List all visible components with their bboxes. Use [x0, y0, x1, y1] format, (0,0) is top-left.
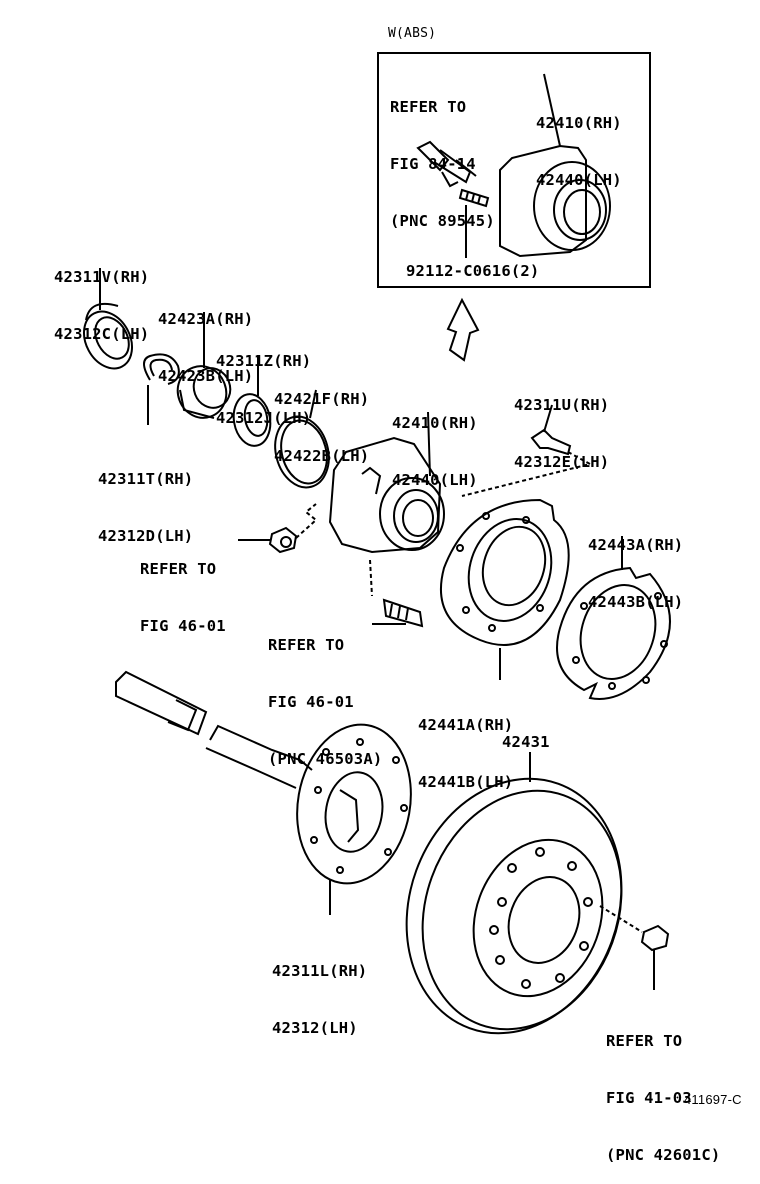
inset-title: W(ABS): [388, 26, 437, 41]
inset-hub-icon: [499, 73, 611, 258]
dust-cover-icon: [439, 498, 570, 680]
nut-refer-label: REFER TO FIG 46-01: [140, 522, 226, 655]
snap-ring-label: 42311T(RH) 42312D(LH): [98, 432, 193, 565]
hub-rh: 42410(RH): [392, 414, 478, 432]
lugnut-refer-line-1: REFER TO: [606, 1032, 683, 1050]
inner-seal-lh: 42312J(LH): [216, 409, 312, 427]
stud-bolt-icon: [369, 559, 424, 628]
o-ring-rh: 42421F(RH): [274, 390, 370, 408]
o-ring-label: 42421F(RH) 42422B(LH): [274, 352, 369, 485]
lug-nut-icon: [599, 905, 670, 990]
axle-shaft-rh: 42311L(RH): [272, 962, 368, 980]
flange-nut-icon: [238, 503, 318, 554]
exploded-parts-drawing: [83, 73, 671, 1035]
hub-bolt-label: 42311U(RH) 42312E(LH): [514, 358, 609, 491]
hub-bolt-rh: 42311U(RH): [514, 396, 610, 414]
outer-seal-label: 42311V(RH) 42312C(LH): [54, 230, 149, 363]
outer-seal-lh: 42312C(LH): [54, 325, 150, 343]
axle-shaft-lh: 42312(LH): [272, 1019, 358, 1037]
brake-disc-icon: [405, 752, 623, 1035]
dust-cover-rh: 42441A(RH): [418, 716, 514, 734]
inset-hub-label: 42410(RH) 42440(LH): [536, 76, 622, 209]
hub-bolt-lh: 42312E(LH): [514, 453, 610, 471]
stud-refer-line-3: (PNC 46503A): [268, 750, 383, 768]
stud-refer-line-2: FIG 46-01: [268, 693, 354, 711]
hub-label: 42410(RH) 42440(LH): [392, 376, 478, 509]
axle-shaft-icon: [115, 670, 412, 915]
inset-refer-line-1: REFER TO: [390, 98, 467, 116]
inset-refer-label: REFER TO FIG 84-14 (PNC 89545): [390, 60, 495, 250]
stud-refer-label: REFER TO FIG 46-01 (PNC 46503A): [268, 598, 382, 788]
stud-refer-line-1: REFER TO: [268, 636, 345, 654]
figure-code: 411697-C: [684, 1092, 742, 1107]
inner-seal-icon: [232, 355, 272, 447]
o-ring-icon: [274, 389, 330, 489]
nut-refer-line-2: FIG 46-01: [140, 617, 226, 635]
lugnut-refer-line-2: FIG 41-03: [606, 1089, 692, 1107]
outer-seal-icon: [83, 268, 133, 370]
bearing-lh: 42423B(LH): [158, 367, 254, 385]
bearing-rh: 42423A(RH): [158, 310, 254, 328]
bearing-label: 42423A(RH) 42423B(LH): [158, 272, 253, 405]
gasket-icon: [556, 536, 671, 700]
dust-cover-label: 42441A(RH) 42441B(LH): [418, 678, 513, 811]
inset-bolt-icon: [458, 188, 490, 258]
bearing-icon: [176, 312, 232, 419]
inset-refer-line-2: FIG 84-14: [390, 155, 476, 173]
snap-ring-icon: [143, 353, 180, 425]
inner-seal-rh: 42311Z(RH): [216, 352, 312, 370]
hub-icon: [328, 411, 445, 554]
lugnut-refer-line-3: (PNC 42601C): [606, 1146, 721, 1164]
inner-seal-label: 42311Z(RH) 42312J(LH): [216, 314, 311, 447]
nut-refer-line-1: REFER TO: [140, 560, 217, 578]
dust-cover-lh: 42441B(LH): [418, 773, 514, 791]
snap-ring-lh: 42312D(LH): [98, 527, 194, 545]
disc-label: 42431: [502, 733, 550, 751]
lugnut-refer-label: REFER TO FIG 41-03 (PNC 42601C): [606, 994, 720, 1184]
axle-shaft-label: 42311L(RH) 42312(LH): [272, 924, 367, 1057]
gasket-rh: 42443A(RH): [588, 536, 684, 554]
outer-seal-rh: 42311V(RH): [54, 268, 150, 286]
o-ring-lh: 42422B(LH): [274, 447, 370, 465]
inset-hub-lh: 42440(LH): [536, 171, 622, 189]
inset-hub-rh: 42410(RH): [536, 114, 622, 132]
gasket-lh: 42443B(LH): [588, 593, 684, 611]
gasket-label: 42443A(RH) 42443B(LH): [588, 498, 683, 631]
abs-sensor-icon: [416, 140, 477, 188]
snap-ring-rh: 42311T(RH): [98, 470, 194, 488]
hub-lh: 42440(LH): [392, 471, 478, 489]
inset-bolt-label: 92112-C0616(2): [406, 262, 540, 280]
inset-refer-line-3: (PNC 89545): [390, 212, 495, 230]
inset-arrow: [446, 297, 480, 362]
abs-inset-box: [377, 52, 651, 288]
hub-bolt-icon: [461, 404, 593, 497]
